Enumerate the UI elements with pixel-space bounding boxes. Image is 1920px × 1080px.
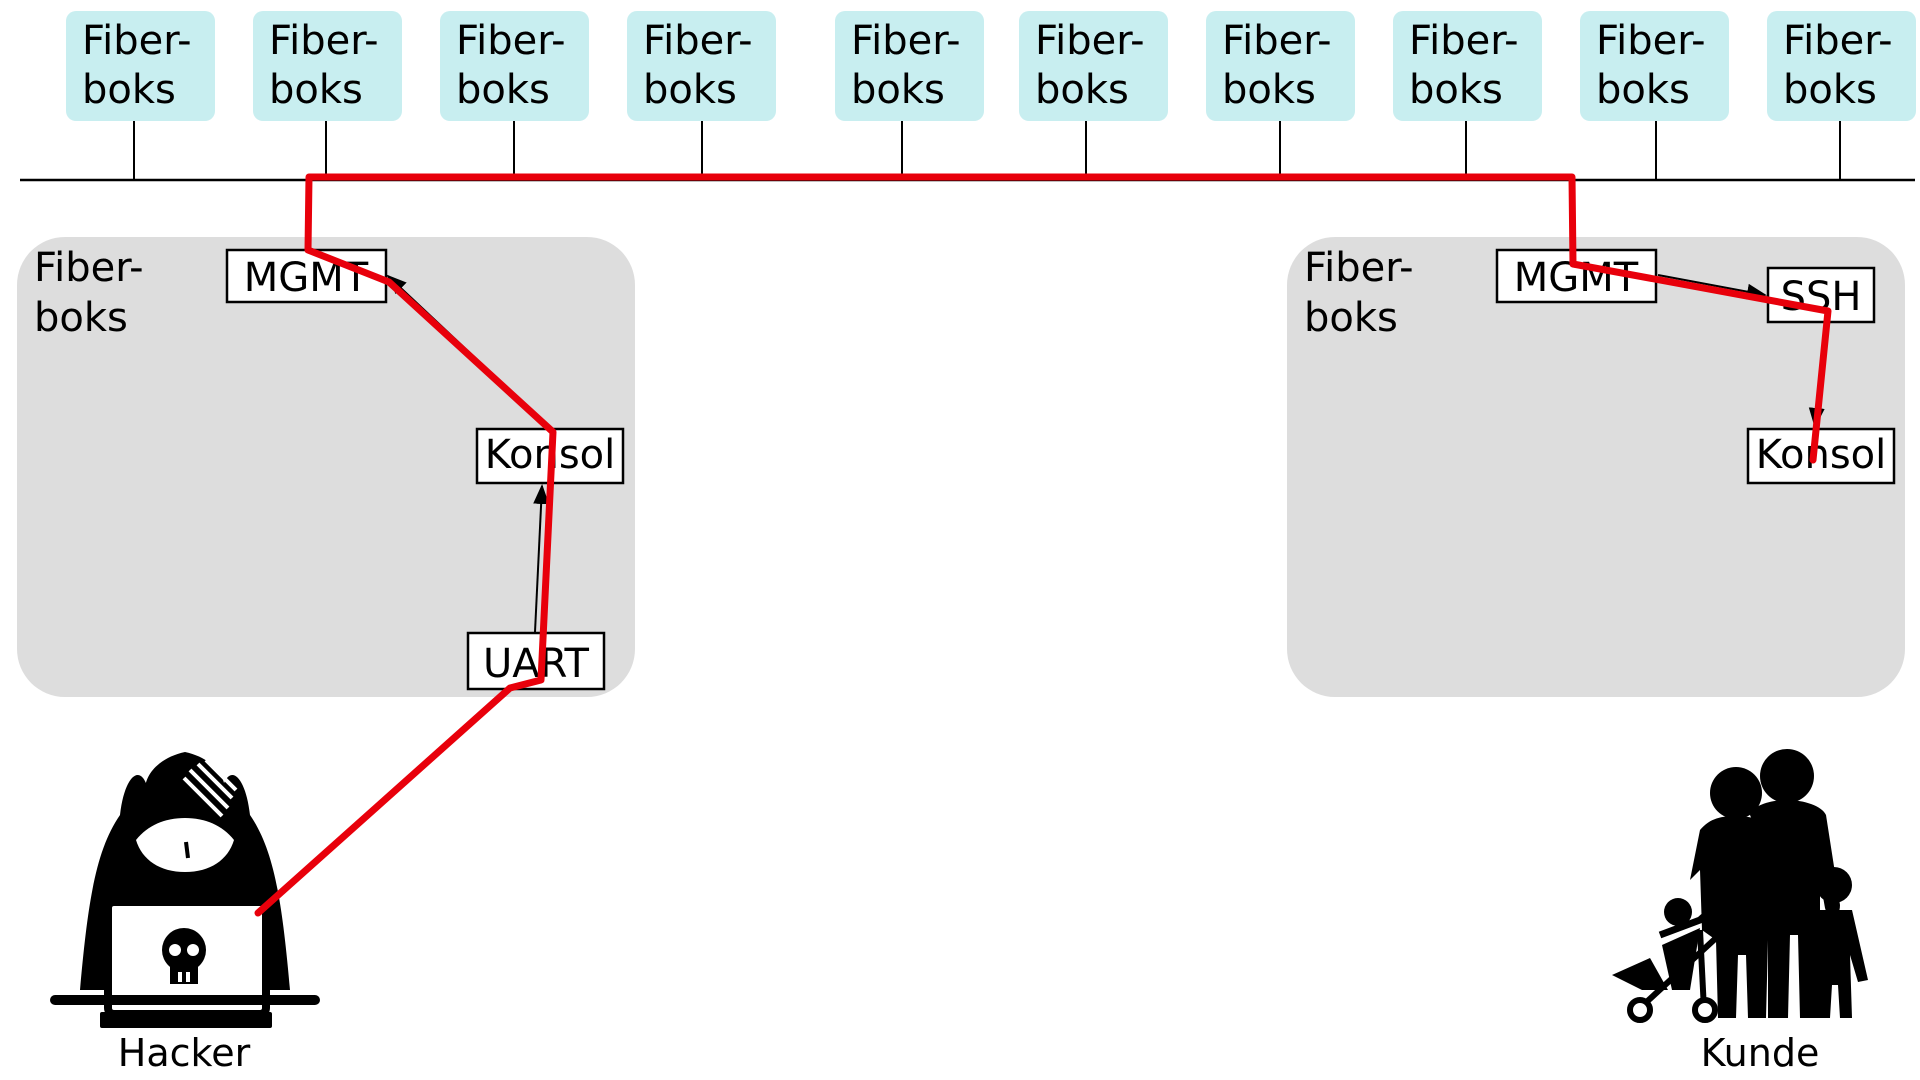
right-fiber-box: Fiber- boks MGMT SSH Konsol [1287,237,1905,697]
top-box-label-line1: Fiber- [82,18,192,64]
hacker-icon [50,752,320,1028]
top-box-background [835,11,984,121]
top-fiber-box: Fiber-boks [440,11,589,180]
left-mgmt-port [225,248,388,304]
top-fiber-box: Fiber-boks [1393,11,1542,180]
family-icon [1612,749,1868,1023]
top-box-label-line1: Fiber- [851,18,961,64]
top-box-background [253,11,402,121]
mgmt-to-ssh-arrow [1657,274,1767,300]
top-box-label-line2: boks [456,67,550,113]
top-fiber-box: Fiber-boks [627,11,776,180]
customer-label: Kunde [1701,1031,1820,1075]
right-panel-title-2: boks [1304,295,1398,341]
top-box-background [1580,11,1729,121]
top-box-label-line2: boks [1222,67,1316,113]
hacker-label: Hacker [118,1031,251,1075]
top-fiber-boxes: Fiber-boksFiber-boksFiber-boksFiber-boks… [66,11,1916,180]
top-box-label-line2: boks [1783,67,1877,113]
top-box-label-line2: boks [1035,67,1129,113]
top-box-label-line1: Fiber- [1222,18,1332,64]
top-fiber-box: Fiber-boks [1019,11,1168,180]
left-panel-title-1: Fiber- [34,245,144,291]
top-box-label-line2: boks [269,67,363,113]
top-box-label-line2: boks [851,67,945,113]
top-box-label-line2: boks [82,67,176,113]
top-box-label-line1: Fiber- [1035,18,1145,64]
top-box-background [440,11,589,121]
right-konsol-label: Konsol [1756,432,1887,478]
top-box-background [1393,11,1542,121]
top-fiber-box: Fiber-boks [1206,11,1355,180]
left-fiber-box: Fiber- boks MGMT Konsol UART [17,237,635,697]
top-box-background [627,11,776,121]
left-panel [17,237,635,697]
uart-to-konsol-arrow [533,484,550,633]
top-box-label-line1: Fiber- [643,18,753,64]
top-fiber-box: Fiber-boks [1580,11,1729,180]
left-mgmt-label: MGMT [244,255,369,301]
top-box-label-line1: Fiber- [1596,18,1706,64]
top-box-background [1206,11,1355,121]
top-box-label-line1: Fiber- [456,18,566,64]
top-box-label-line2: boks [1409,67,1503,113]
attack-path [254,173,1832,917]
top-fiber-box: Fiber-boks [835,11,984,180]
right-konsol-port [1746,427,1896,485]
top-box-background [1767,11,1916,121]
top-box-label-line1: Fiber- [269,18,379,64]
top-box-label-line1: Fiber- [1783,18,1893,64]
top-box-label-line2: boks [643,67,737,113]
top-box-background [66,11,215,121]
right-panel-title-1: Fiber- [1304,245,1414,291]
top-box-label-line2: boks [1596,67,1690,113]
top-fiber-box: Fiber-boks [253,11,402,180]
right-panel [1287,237,1905,697]
top-box-background [1019,11,1168,121]
top-fiber-box: Fiber-boks [1767,11,1916,180]
top-fiber-box: Fiber-boks [66,11,215,180]
left-panel-title-2: boks [34,295,128,341]
top-box-label-line1: Fiber- [1409,18,1519,64]
